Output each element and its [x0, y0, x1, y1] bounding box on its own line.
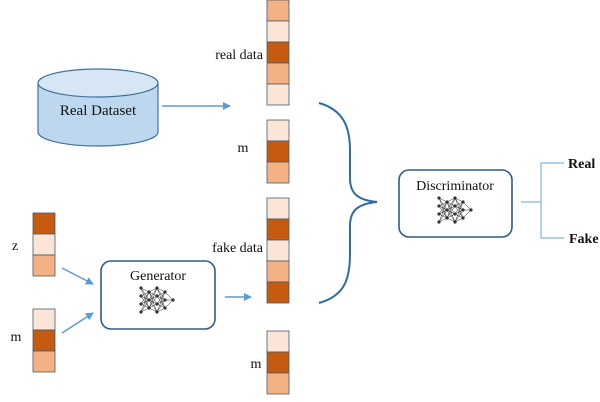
vector-cell	[266, 218, 290, 241]
fake-data-label: fake data	[212, 241, 264, 256]
vector-cell	[266, 281, 290, 304]
vector-cell	[266, 330, 290, 353]
vector-cell	[266, 239, 290, 262]
vector-cell	[32, 329, 56, 352]
vector-cell	[266, 372, 290, 395]
vector-cell	[266, 83, 290, 106]
generator-label: Generator	[130, 269, 186, 284]
fake-data-vector	[266, 197, 290, 304]
vector-cell	[32, 212, 56, 235]
mask-input-label: m	[11, 330, 22, 345]
noise-vector	[32, 212, 56, 277]
vector-cell	[266, 140, 290, 163]
vector-cell	[266, 260, 290, 283]
vector-cell	[32, 254, 56, 277]
output-bracket	[521, 162, 564, 239]
mask-bottom-label: m	[251, 357, 262, 372]
vector-cell	[32, 233, 56, 256]
discriminator-label: Discriminator	[416, 179, 494, 194]
vector-cell	[32, 350, 56, 373]
vector-cell	[266, 0, 290, 22]
mask-input-vector	[32, 308, 56, 373]
discriminator-box: Discriminator	[398, 169, 513, 238]
vector-cell	[32, 308, 56, 331]
vector-cell	[266, 161, 290, 184]
noise-to-generator-arrow	[61, 267, 94, 285]
mask-top-vector	[266, 119, 290, 184]
vector-cell	[266, 20, 290, 43]
fake-output-label: Fake	[569, 232, 599, 247]
real-dataset-label: Real Dataset	[60, 103, 137, 119]
generator-box: Generator	[100, 260, 216, 330]
real-output-label: Real	[568, 157, 595, 172]
vector-cell	[266, 41, 290, 64]
flow-arrows	[61, 102, 252, 334]
combine-brace	[318, 102, 378, 304]
mask-top-label: m	[238, 141, 249, 156]
real-data-vector	[266, 0, 290, 106]
vector-cell	[266, 197, 290, 220]
real-data-label: real data	[215, 48, 264, 63]
noise-label: z	[12, 239, 18, 254]
mask-to-generator-arrow	[61, 312, 94, 334]
vector-cell	[266, 62, 290, 85]
mask-bottom-vector	[266, 330, 290, 395]
real-dataset-cylinder: Real Dataset	[37, 68, 159, 147]
vector-cell	[266, 119, 290, 142]
vector-cell	[266, 351, 290, 374]
